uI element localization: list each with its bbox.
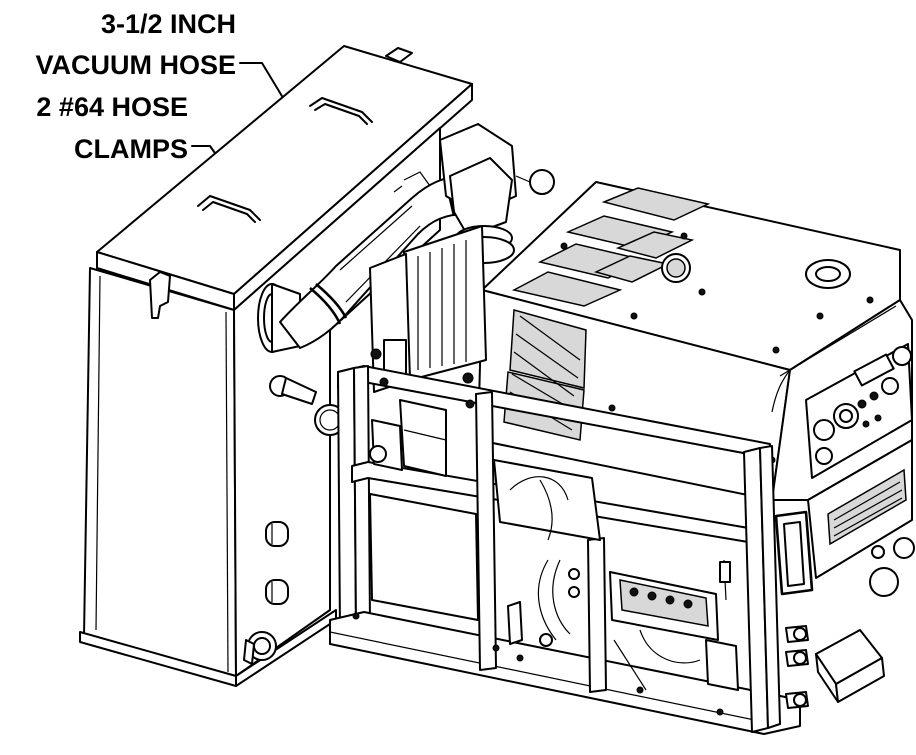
vacuum-hose-label-line2: VACUUM HOSE (35, 50, 236, 80)
right-side-fittings (785, 625, 885, 709)
enclosure-knob (265, 579, 289, 605)
vacuum-hose-label-line1: 3-1/2 INCH (101, 9, 236, 39)
hose-clamp (315, 283, 348, 319)
callout-hose-clamps: 2 #64 HOSE CLAMPS (36, 92, 188, 164)
drain-fitting (243, 631, 277, 665)
generator-housing (477, 181, 913, 501)
control-knob (815, 447, 833, 465)
hose-clamps-label-line1: 2 #64 HOSE (36, 92, 188, 122)
control-knob (813, 419, 835, 441)
hose-clamps-label-line2: CLAMPS (74, 134, 188, 164)
enclosure-knob (265, 521, 289, 547)
callout-vacuum-hose: 3-1/2 INCH VACUUM HOSE (35, 9, 236, 80)
control-panel (774, 343, 915, 597)
hose-clamp (309, 287, 342, 325)
control-knob (839, 409, 853, 423)
side-vent-grille (503, 309, 587, 441)
wiring-harness-assembly (493, 459, 601, 647)
top-vent-grille (511, 187, 711, 307)
fuel-injection-pump (609, 559, 739, 691)
